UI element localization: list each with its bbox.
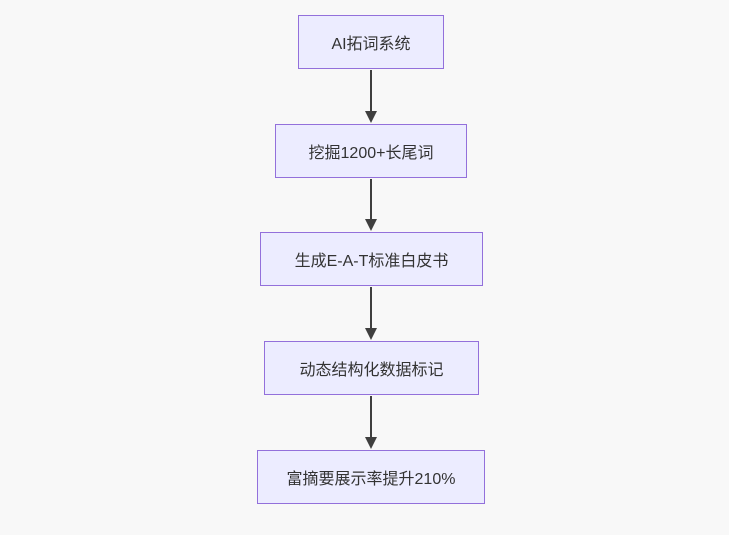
arrow-n2-n3 (365, 179, 377, 231)
flow-node-label: 挖掘1200+长尾词 (308, 145, 434, 162)
flow-node-label: 动态结构化数据标记 (299, 362, 444, 379)
flow-node-label: 生成E-A-T标准白皮书 (294, 253, 449, 270)
flow-node-longtail-mining: 挖掘1200+长尾词 (275, 124, 467, 178)
flow-node-rich-snippet-uplift: 富摘要展示率提升210% (257, 450, 485, 504)
flow-node-structured-data-markup: 动态结构化数据标记 (264, 341, 479, 395)
flow-node-label: AI拓词系统 (331, 36, 411, 53)
flow-node-eat-whitepaper: 生成E-A-T标准白皮书 (260, 232, 483, 286)
flow-node-ai-word-expansion: AI拓词系统 (298, 15, 444, 69)
flow-node-label: 富摘要展示率提升210% (286, 471, 456, 488)
arrow-n3-n4 (365, 287, 377, 340)
arrow-n1-n2 (365, 70, 377, 123)
arrow-n4-n5 (365, 396, 377, 449)
